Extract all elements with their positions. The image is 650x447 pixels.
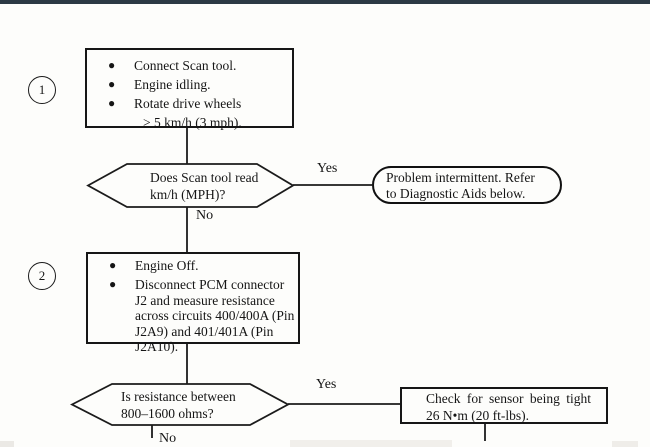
decision2-question: Is resistance between 800–1600 ohms? — [121, 389, 236, 421]
window-top-bar — [0, 0, 650, 4]
instruction-row: ● Engine Off. — [88, 258, 298, 273]
step2-instruction-box: ● Engine Off. ● Disconnect PCM connector… — [86, 252, 300, 354]
scan-artifact — [0, 441, 14, 447]
step2-number-circle: 2 — [28, 262, 56, 290]
step2-number: 2 — [38, 268, 46, 283]
instruction-row: > 5 km/h (3 mph). — [143, 115, 242, 130]
bullet-icon: ● — [108, 96, 116, 110]
decision1-no-label: No — [196, 208, 214, 223]
step1-number-circle: 1 — [28, 76, 56, 104]
bullet-icon: ● — [108, 58, 116, 72]
bullet-icon: ● — [109, 277, 117, 292]
decision1-yes-label: Yes — [317, 161, 338, 176]
check-sensor-box: Check for sensor being tight 26 N•m (20 … — [400, 387, 608, 424]
terminal-oval: Problem intermittent. Refer to Diagnosti… — [372, 166, 562, 204]
step1-number: 1 — [38, 82, 46, 97]
decision1-question: Does Scan tool read km/h (MPH)? — [150, 170, 259, 202]
instruction-row: ● Engine idling. — [87, 75, 292, 94]
instruction-row: J2A9) and 401/401A (Pin — [135, 323, 274, 339]
instruction-row: ● Connect Scan tool. — [87, 56, 292, 75]
instruction-row: ● Rotate drive wheels — [87, 94, 292, 113]
bullet-icon: ● — [109, 258, 117, 272]
instruction-row: J2A10). — [135, 339, 179, 355]
instruction-row: across circuits 400/400A (Pin — [135, 308, 295, 324]
bullet-icon: ● — [108, 77, 116, 91]
scan-artifact — [612, 441, 638, 447]
instruction-row: J2 and measure resistance — [135, 292, 275, 308]
decision2-no-label: No — [159, 431, 177, 446]
scan-artifact — [290, 440, 452, 447]
instruction-row: ● Disconnect PCM connector — [88, 277, 298, 292]
decision2-yes-label: Yes — [316, 377, 337, 392]
step1-instruction-box: ● Connect Scan tool. ● Engine idling. ● … — [85, 48, 294, 130]
